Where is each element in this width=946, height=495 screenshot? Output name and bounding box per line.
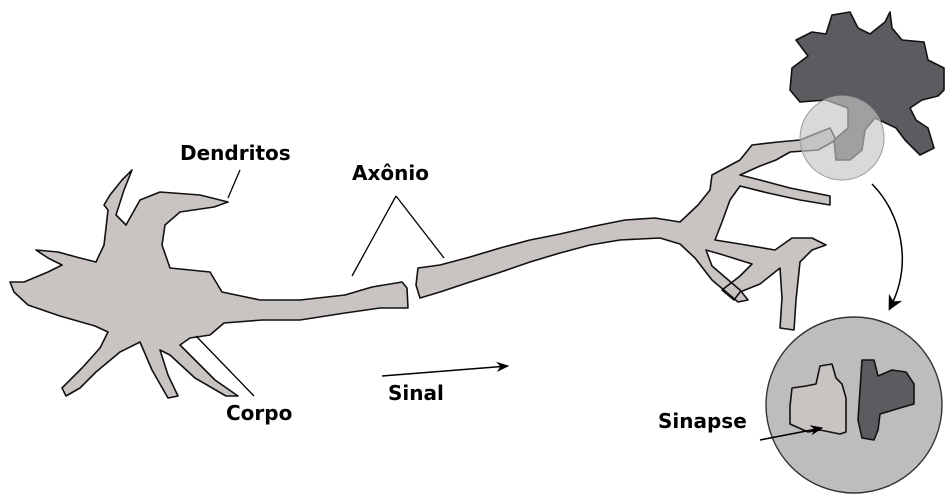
neuron-cell-body [10, 170, 408, 398]
axonio-leader-left [352, 196, 396, 276]
label-corpo: Corpo [226, 401, 292, 425]
synapse-highlight-circle [800, 96, 884, 180]
label-sinapse: Sinapse [658, 409, 747, 433]
dendritos-leader [228, 170, 240, 198]
first-neuron [10, 170, 408, 398]
axon-terminal-branches [416, 128, 836, 330]
synapse-zoom [766, 317, 942, 493]
axonio-leader-right [396, 196, 444, 258]
label-sinal: Sinal [388, 381, 444, 405]
label-dendritos: Dendritos [180, 141, 291, 165]
sinal-arrow [382, 366, 508, 376]
distal-axon [416, 128, 836, 330]
label-axonio: Axônio [352, 161, 429, 185]
zoom-curved-arrow [872, 184, 902, 308]
